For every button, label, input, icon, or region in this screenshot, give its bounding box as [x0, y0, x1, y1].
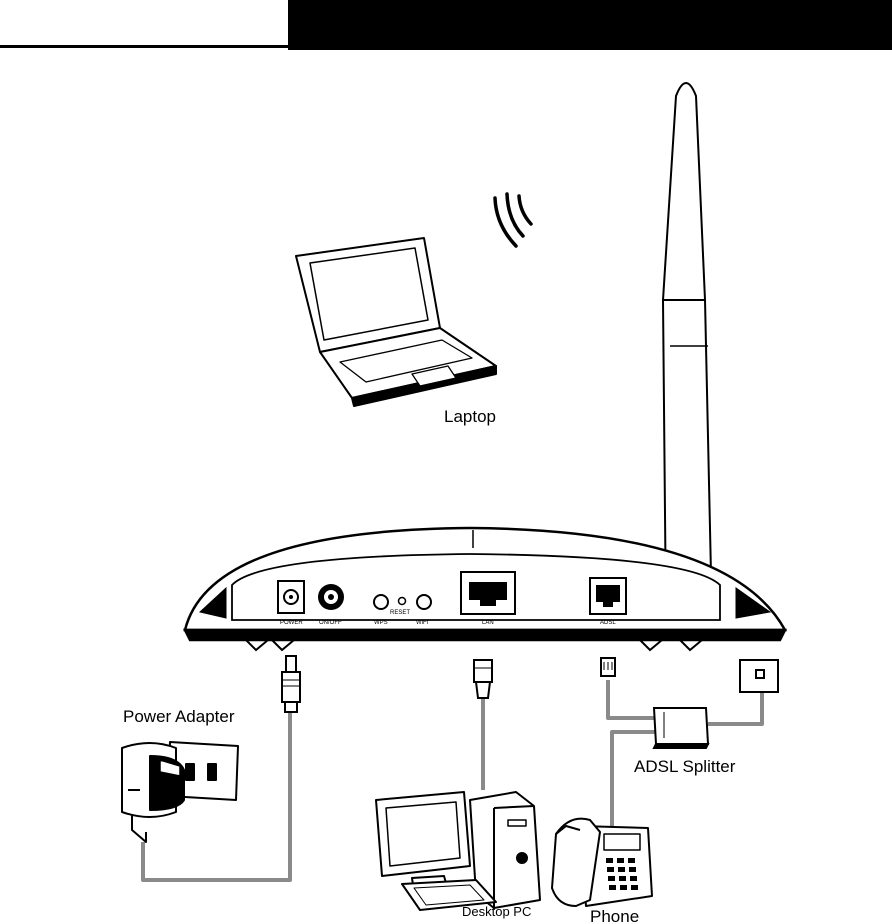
antenna — [663, 83, 712, 620]
reset-button — [399, 598, 406, 605]
laptop-label: Laptop — [444, 407, 496, 426]
on-off-button — [318, 584, 344, 610]
phone-label: Phone — [590, 907, 639, 924]
power-plug-icon — [282, 656, 300, 712]
splitter-to-phone-line — [612, 732, 656, 826]
desktop-pc-label: Desktop PC — [462, 904, 531, 919]
power-adapter-icon — [122, 742, 238, 842]
rj11-plug-icon — [601, 658, 615, 676]
port-label-power: POWER — [280, 620, 303, 626]
desktop-pc-icon — [376, 792, 540, 910]
adsl-splitter-label: ADSL Splitter — [634, 757, 736, 776]
telephone-icon — [552, 819, 652, 906]
adsl-port — [590, 578, 626, 614]
power-port — [278, 581, 304, 613]
port-label-wps: WPS — [374, 620, 388, 626]
ethernet-plug-icon — [474, 660, 492, 698]
port-label-reset: RESET — [390, 610, 410, 616]
wifi-waves-icon — [495, 194, 531, 246]
splitter-to-wall-line — [708, 692, 762, 724]
adsl-line-to-splitter — [608, 680, 656, 718]
power-adapter-label: Power Adapter — [123, 707, 235, 726]
wps-button — [374, 595, 388, 609]
port-label-on-off: ON/OFF — [319, 620, 342, 626]
wall-phone-jack-icon — [740, 660, 778, 692]
adsl-splitter-icon — [654, 708, 708, 748]
port-label-adsl: ADSL — [600, 620, 616, 626]
laptop-icon — [296, 238, 496, 406]
wifi-button — [417, 595, 431, 609]
port-label-lan: LAN — [482, 620, 494, 626]
lan-port — [461, 572, 515, 614]
port-label-wifi: WiFi — [416, 620, 428, 626]
